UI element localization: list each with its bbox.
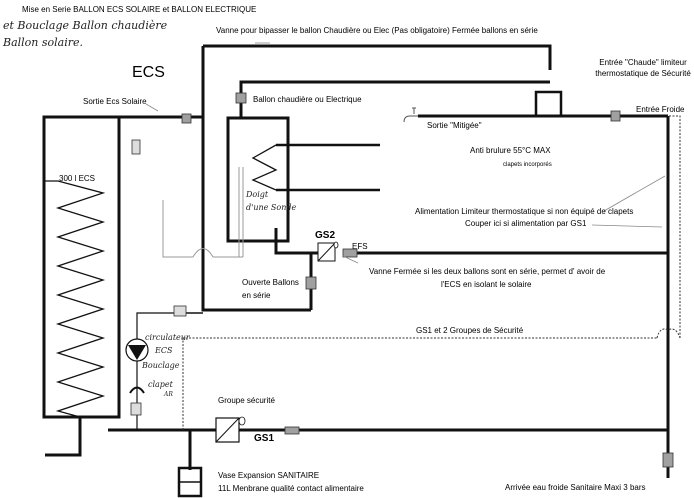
label-clapets-incorpores: clapets incorporés <box>503 162 552 168</box>
handwritten-circulateur: circulateur <box>145 333 190 342</box>
ballon-chaudiere <box>226 116 290 243</box>
label-gs1: GS1 <box>254 433 275 444</box>
label-vase-1: Vase Expansion SANITAIRE <box>218 471 320 480</box>
pipe-bouclage <box>136 312 180 430</box>
label-vase-2: 11L Menbrane qualité contact alimentaire <box>218 484 364 493</box>
pipe-ballon-inlet <box>239 80 550 118</box>
label-gs2: GS2 <box>315 230 336 241</box>
label-alimentation-1: Alimentation Limiteur thermostatique si … <box>415 207 634 216</box>
pipe-tank-bottom <box>45 417 82 457</box>
pointer-arrows <box>145 42 666 264</box>
tap <box>403 107 418 123</box>
valve-bouclage <box>173 305 187 317</box>
valve-sortie-solaire <box>181 113 192 124</box>
label-sortie-ecs-solaire: Sortie Ecs Solaire <box>83 97 147 106</box>
label-ballon-chaudiere: Ballon chaudière ou Electrique <box>253 95 362 104</box>
solar-coil <box>44 180 106 418</box>
label-ouverte-1: Ouverte Ballons <box>242 278 299 287</box>
label-vanne-fermee-1: Vanne Fermée si les deux ballons sont en… <box>369 267 606 276</box>
diagram-title: Mise en Serie BALLON ECS SOLAIRE et BALL… <box>22 5 257 14</box>
solar-tank <box>42 115 121 419</box>
label-entree-chaude-1: Entrée "Chaude" limiteur <box>599 58 687 67</box>
valve-bypass-solar <box>131 139 141 155</box>
label-groupe-securite: Groupe sécurité <box>218 396 275 405</box>
sonde-tube <box>162 167 244 258</box>
label-efs: EFS <box>352 242 368 251</box>
chaudiere-coil <box>251 144 278 191</box>
label-alimentation-2: Couper ici si alimentation par GS1 <box>465 219 587 228</box>
handwritten-clapet-ar: AR <box>164 391 173 398</box>
dotted-lines <box>182 115 681 430</box>
label-anti-brulure: Anti brulure 55°C MAX <box>470 146 551 155</box>
label-300l-ecs: 300 l ECS <box>59 174 96 183</box>
label-ouverte-2: en série <box>242 291 271 300</box>
handwritten-clapet: clapet <box>148 380 173 389</box>
pipe-bypass-top <box>203 44 552 70</box>
label-entree-chaude-2: thermostatique de Sécurité <box>595 69 691 78</box>
gs1-valve <box>215 416 246 443</box>
valve-entree-froide <box>610 110 621 122</box>
valve-gs1-line <box>284 426 300 435</box>
handwritten-ecs: ECS <box>155 346 173 355</box>
valve-clapet-lower <box>130 402 142 416</box>
handwritten-bouclage: Bouclage <box>142 361 180 370</box>
pipe-chaudiere-out <box>274 228 318 255</box>
check-valve <box>129 386 145 394</box>
ecs-heading: ECS <box>132 64 165 81</box>
label-gs-groupes: GS1 et 2 Groupes de Sécurité <box>416 326 524 335</box>
mitigeur-box <box>534 90 563 118</box>
valves <box>130 92 674 468</box>
valve-efs <box>342 248 358 258</box>
handwritten-sonde-1: Doigt <box>246 190 269 199</box>
gs2-valve <box>317 241 339 262</box>
valve-arrivee <box>662 452 674 468</box>
valve-ouverte <box>305 276 317 290</box>
label-sortie-mitigee: Sortie "Mitigée" <box>427 121 482 130</box>
label-entree-froide: Entrée Froide <box>636 105 685 114</box>
label-arrivee-eau: Arrivée eau froide Sanitaire Maxi 3 bars <box>505 483 646 492</box>
handwritten-sonde-2: d'une Sonde <box>246 203 297 212</box>
handwritten-subtitle-2: Ballon solaire. <box>3 36 84 49</box>
handwritten-subtitle-1: et Bouclage Ballon chaudière <box>3 19 168 32</box>
pipe-riser <box>201 46 311 312</box>
label-vanne-fermee-2: l'ECS en isolant le solaire <box>441 280 532 289</box>
label-vanne-bypass: Vanne pour bipasser le ballon Chaudière … <box>216 26 538 35</box>
circulator-pump <box>125 338 149 362</box>
valve-ballon-top <box>235 92 247 104</box>
